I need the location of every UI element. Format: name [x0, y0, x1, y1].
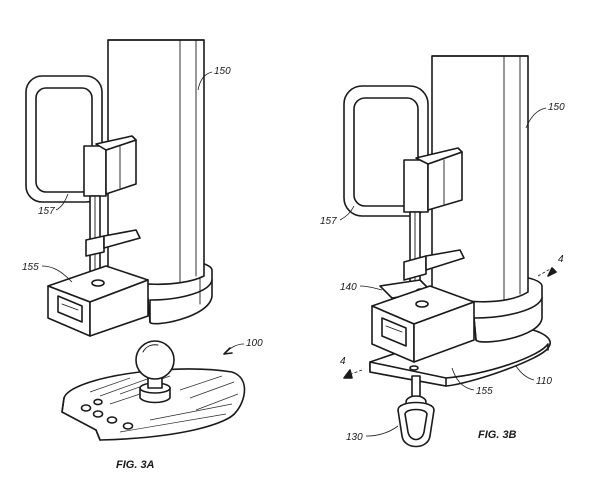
ring-3b	[397, 375, 435, 448]
pole-3a	[107, 39, 205, 286]
label-157-3b: 157	[320, 216, 337, 227]
upper-clip-3b	[403, 147, 463, 213]
rod-3a	[89, 195, 101, 273]
bracket-3b	[371, 285, 475, 371]
pole-3b	[431, 55, 529, 303]
caption-fig-3a: FIG. 3A	[116, 459, 155, 471]
hitch-ball	[135, 340, 175, 404]
label-155-3b: 155	[476, 386, 493, 397]
label-130: 130	[346, 432, 363, 443]
handle-3a	[25, 75, 103, 203]
label-4-right: 4	[558, 254, 564, 265]
label-150-3a: 150	[214, 66, 231, 77]
upper-clip-3a	[83, 135, 137, 197]
label-100: 100	[246, 338, 263, 349]
figure-3b: 4 4 150 157 140 155 110 130 FIG. 3B	[320, 55, 565, 448]
lower-clip-3b	[403, 249, 465, 281]
label-150-3b: 150	[548, 102, 565, 113]
caption-fig-3b: FIG. 3B	[478, 429, 517, 441]
label-157-3a: 157	[38, 206, 55, 217]
section-marker-right: 4	[537, 254, 564, 277]
label-155-3a: 155	[22, 262, 39, 273]
label-110: 110	[536, 376, 552, 387]
bracket-3a	[47, 265, 149, 337]
label-4-left: 4	[340, 356, 346, 367]
mount-plate	[61, 368, 246, 441]
lower-clip-3a	[85, 229, 141, 257]
label-140: 140	[340, 282, 357, 293]
section-marker-left: 4	[340, 356, 363, 379]
figure-3a: 150 157 155 100 FIG. 3A	[22, 39, 263, 471]
